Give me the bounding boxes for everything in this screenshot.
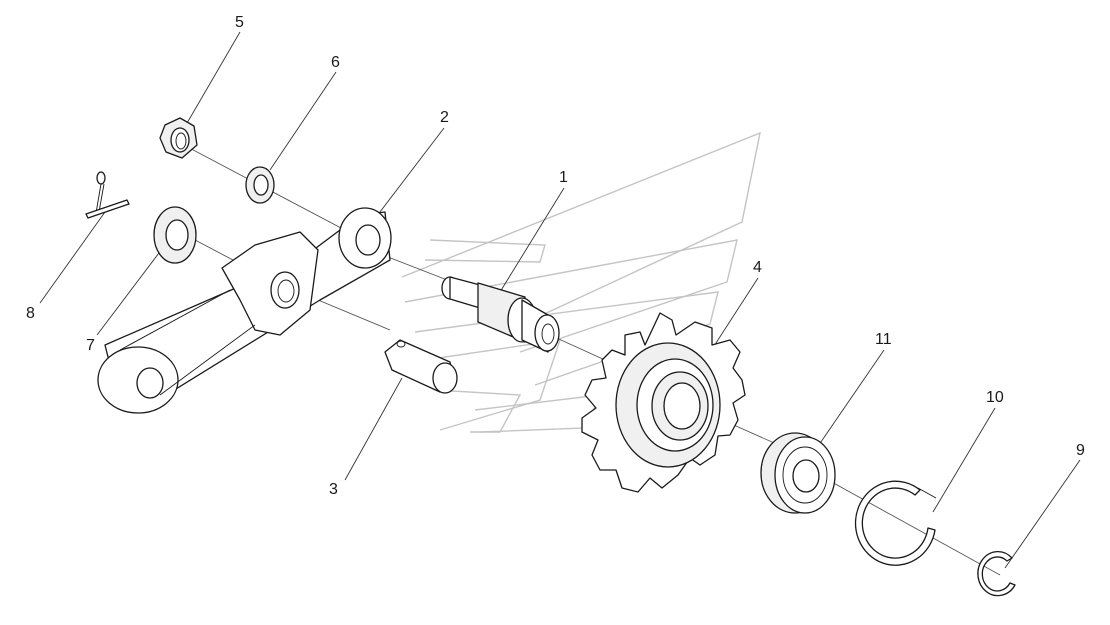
axle-shaft [441, 276, 560, 353]
watermark-logo [401, 131, 761, 433]
spring-washer [245, 166, 275, 204]
callout-6: 6 [331, 54, 340, 71]
leader-2 [369, 127, 445, 226]
hex-nut [159, 117, 198, 159]
leader-3 [344, 377, 403, 481]
retaining-ring-large [854, 480, 937, 566]
callout-10: 10 [986, 389, 1004, 406]
leader-10 [932, 407, 996, 513]
callout-7: 7 [86, 337, 95, 354]
callout-8: 8 [26, 305, 35, 322]
leader-11 [811, 349, 885, 456]
pin [384, 339, 458, 394]
leader-5 [182, 31, 241, 131]
flat-washer [153, 206, 197, 264]
callout-1: 1 [559, 169, 568, 186]
callout-3: 3 [329, 481, 338, 498]
leader-9 [1004, 459, 1081, 569]
leader-1 [499, 187, 565, 293]
callout-5: 5 [235, 14, 244, 31]
callout-2: 2 [440, 109, 449, 126]
lever-arm [97, 207, 392, 414]
leader-lines [39, 31, 1081, 569]
retaining-ring-small [977, 551, 1016, 597]
ball-bearing [760, 432, 836, 514]
callout-4: 4 [753, 259, 762, 276]
leader-8 [39, 211, 106, 304]
leader-7 [96, 244, 166, 336]
callout-labels: 1 2 3 4 5 6 7 8 9 10 11 [26, 14, 1085, 498]
callout-9: 9 [1076, 442, 1085, 459]
leader-6 [269, 71, 337, 171]
assembly-axes [175, 142, 1001, 576]
sprocket [581, 312, 746, 493]
cotter-pin [85, 171, 130, 219]
callout-11: 11 [875, 331, 892, 348]
